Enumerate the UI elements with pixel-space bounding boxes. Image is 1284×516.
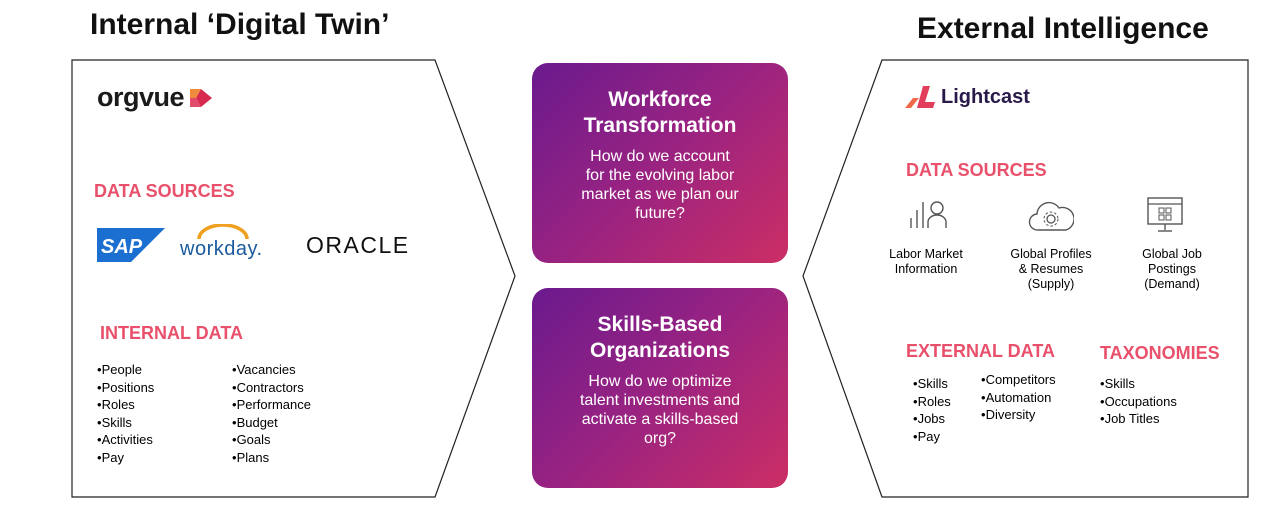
internal-data-list-1: People Positions Roles Skills Activities… [97, 361, 155, 467]
list-item: Roles [913, 393, 951, 411]
left-data-sources-label: DATA SOURCES [94, 181, 235, 201]
list-item: Plans [232, 449, 311, 467]
source-label-line: Global Profiles [1010, 247, 1092, 261]
external-data-list-2: Competitors Automation Diversity [981, 371, 1056, 424]
internal-data-list-2: Vacancies Contractors Performance Budget… [232, 361, 311, 466]
right-panel-shape [802, 59, 1249, 498]
list-item: Budget [232, 414, 311, 432]
taxonomies-label: TAXONOMIES [1100, 343, 1220, 363]
source-label-line: Information [894, 262, 958, 276]
lightcast-mark-icon [905, 86, 935, 108]
source-label-line: (Supply) [1027, 277, 1075, 291]
list-item: Jobs [913, 410, 951, 428]
card-title: Transformation [583, 114, 737, 137]
cloud-gear-icon [1028, 201, 1074, 231]
orgvue-mark-icon [190, 88, 213, 107]
source-label-line: (Demand) [1144, 277, 1200, 291]
list-item: Vacancies [232, 361, 311, 379]
workday-logo: workday. [180, 222, 272, 262]
list-item: Competitors [981, 371, 1056, 389]
card-title: Organizations [589, 339, 731, 362]
source-label-line: Global Job [1142, 247, 1202, 261]
lightcast-logo-text: Lightcast [941, 85, 1030, 108]
workday-logo-text: workday. [180, 238, 263, 260]
list-item: Performance [232, 396, 311, 414]
list-item: Diversity [981, 406, 1056, 424]
card-body-line: talent investments and [579, 392, 741, 409]
source-global-profiles: Global Profiles & Resumes (Supply) [993, 247, 1109, 292]
left-panel-shape [71, 59, 516, 498]
source-labor-market: Labor Market Information [870, 247, 982, 277]
list-item: Activities [97, 431, 154, 449]
source-label-line: Postings [1148, 262, 1196, 276]
card-body-line: future? [635, 205, 685, 222]
card-title: Skills-Based [597, 313, 723, 336]
card-body-line: for the evolving labor [585, 167, 735, 184]
card-workforce-transformation: Workforce Transformation How do we accou… [532, 63, 788, 263]
card-body-line: org? [643, 430, 677, 447]
lightcast-logo: Lightcast [903, 84, 1030, 110]
card-body-line: activate a skills-based [581, 411, 739, 428]
list-item: Skills [1100, 375, 1177, 393]
external-data-list-1: Skills Roles Jobs Pay [913, 375, 951, 445]
orgvue-logo: orgvue [97, 82, 216, 113]
card-body-line: market as we plan our [581, 186, 739, 203]
right-heading: External Intelligence [917, 12, 1209, 45]
card-skills-based-organizations: Skills-Based Organizations How do we opt… [532, 288, 788, 488]
list-item: Pay [913, 428, 951, 446]
card-body-line: How do we optimize [588, 373, 732, 390]
internal-data-label: INTERNAL DATA [100, 323, 243, 343]
list-item: Contractors [232, 379, 311, 397]
list-item: Occupations [1100, 393, 1177, 411]
monitor-grid-icon [1147, 197, 1183, 232]
list-item: People [97, 361, 154, 379]
source-label-line: Labor Market [889, 247, 963, 261]
list-item: Job Titles [1100, 410, 1177, 428]
external-data-label: EXTERNAL DATA [906, 341, 1056, 361]
card-title: Workforce [608, 88, 712, 111]
right-data-sources-label: DATA SOURCES [906, 160, 1047, 180]
workday-arc-icon [197, 224, 249, 240]
list-item: Skills [913, 375, 951, 393]
list-item: Automation [981, 389, 1056, 407]
list-item: Roles [97, 396, 154, 414]
taxonomies-list: Skills Occupations Job Titles [1100, 375, 1177, 428]
sap-logo: SAP [97, 228, 165, 262]
sap-logo-text: SAP [101, 236, 143, 258]
oracle-logo: ORACLE [306, 232, 410, 258]
list-item: Positions [97, 379, 155, 397]
source-global-job-postings: Global Job Postings (Demand) [1120, 247, 1224, 292]
orgvue-logo-text: orgvue [97, 82, 185, 112]
list-item: Skills [97, 414, 154, 432]
left-heading: Internal ‘Digital Twin’ [90, 8, 390, 41]
list-item: Pay [97, 449, 154, 467]
list-item: Goals [232, 431, 311, 449]
source-label-line: & Resumes [1018, 262, 1084, 276]
bar-chart-person-icon [910, 201, 947, 228]
card-body-line: How do we account [590, 148, 730, 165]
